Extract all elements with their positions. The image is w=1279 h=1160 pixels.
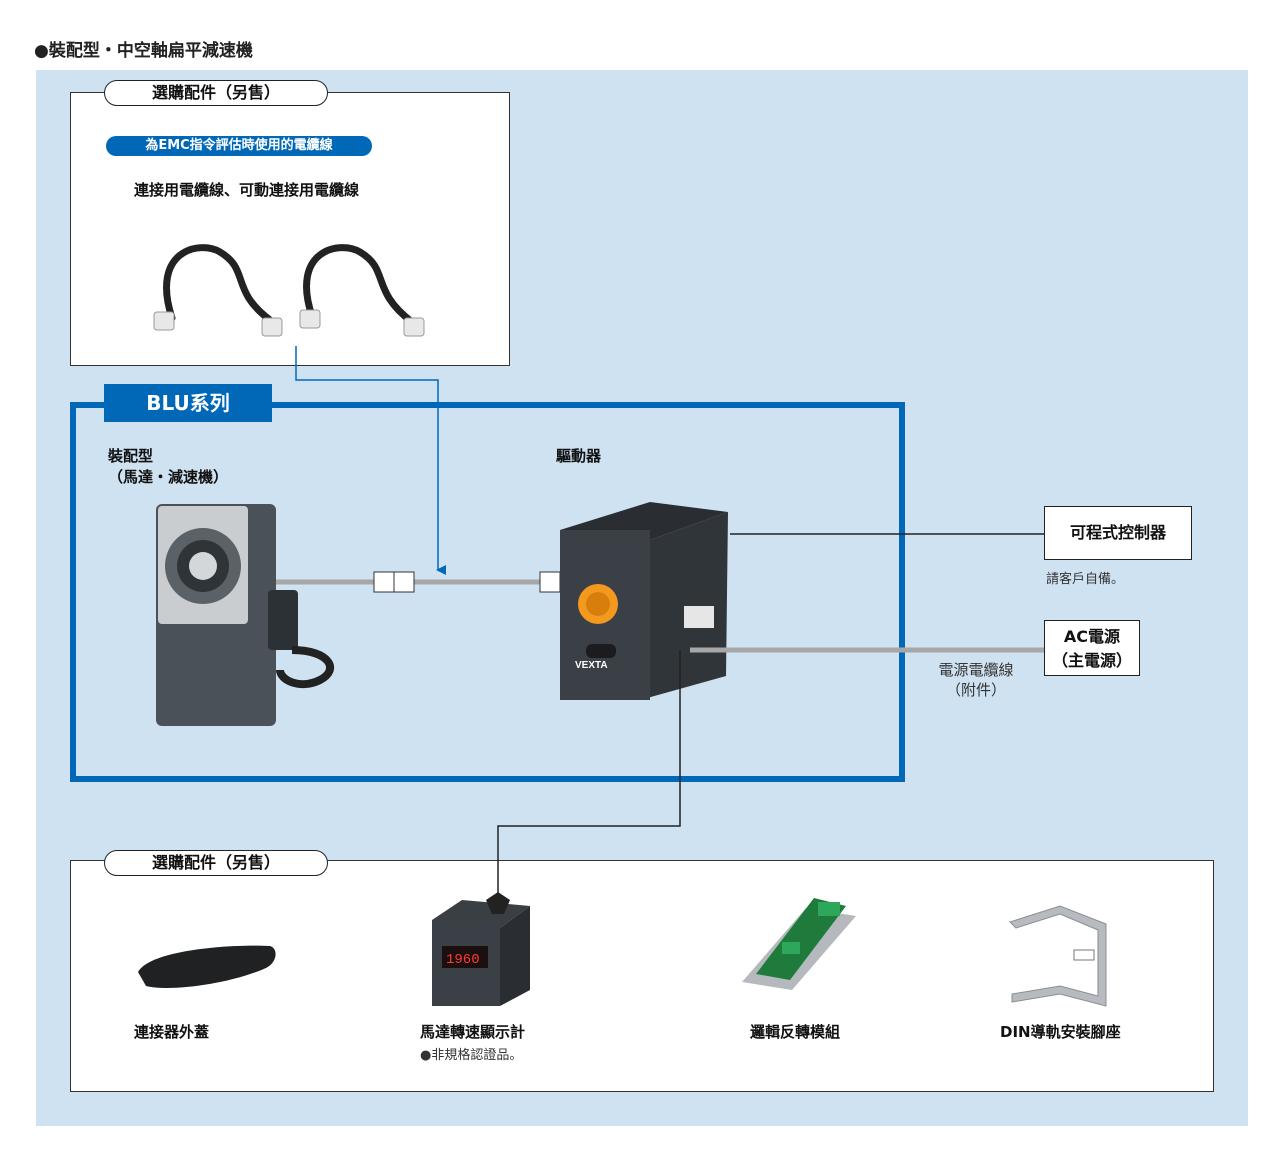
ac-power-line1: AC電源 xyxy=(1063,627,1121,646)
power-cable-label: 電源電纜線 （附件） xyxy=(918,660,1034,700)
emc-badge: 為EMC指令評估時使用的電纜線 xyxy=(106,136,372,156)
speed-meter-label: 馬達轉速顯示計 xyxy=(420,1023,526,1041)
blu-series-box xyxy=(70,402,905,782)
driver-label: 驅動器 xyxy=(556,447,602,465)
motor-label-line2: （馬達・減速機） xyxy=(108,468,229,486)
controller-note: 請客戶自備。 xyxy=(1046,572,1125,587)
power-cable-line1: 電源電纜線 xyxy=(938,661,1014,679)
bottom-accessories-box xyxy=(70,860,1214,1092)
top-accessories-header: 選購配件（另售） xyxy=(104,80,328,106)
logic-module-label: 邏輯反轉模組 xyxy=(750,1023,841,1041)
connector-cover-label: 連接器外蓋 xyxy=(134,1023,210,1041)
cable-label: 連接用電纜線、可動連接用電纜線 xyxy=(134,181,360,199)
top-accessories-box xyxy=(70,92,510,366)
ac-power-box: AC電源 （主電源） xyxy=(1044,620,1140,676)
blu-series-tab: BLU系列 xyxy=(104,384,272,422)
motor-label: 裝配型 （馬達・減速機） xyxy=(108,446,228,488)
ac-power-line2: （主電源） xyxy=(1051,651,1132,670)
bottom-accessories-header: 選購配件（另售） xyxy=(104,850,328,876)
power-cable-line2: （附件） xyxy=(945,681,1006,699)
din-rail-mount-label: DIN導軌安裝腳座 xyxy=(1000,1023,1121,1041)
motor-label-line1: 裝配型 xyxy=(108,447,154,465)
controller-box: 可程式控制器 xyxy=(1044,506,1192,560)
page-title: ●裝配型・中空軸扁平減速機 xyxy=(34,41,253,61)
speed-meter-note: ●非規格認證品。 xyxy=(420,1048,523,1063)
